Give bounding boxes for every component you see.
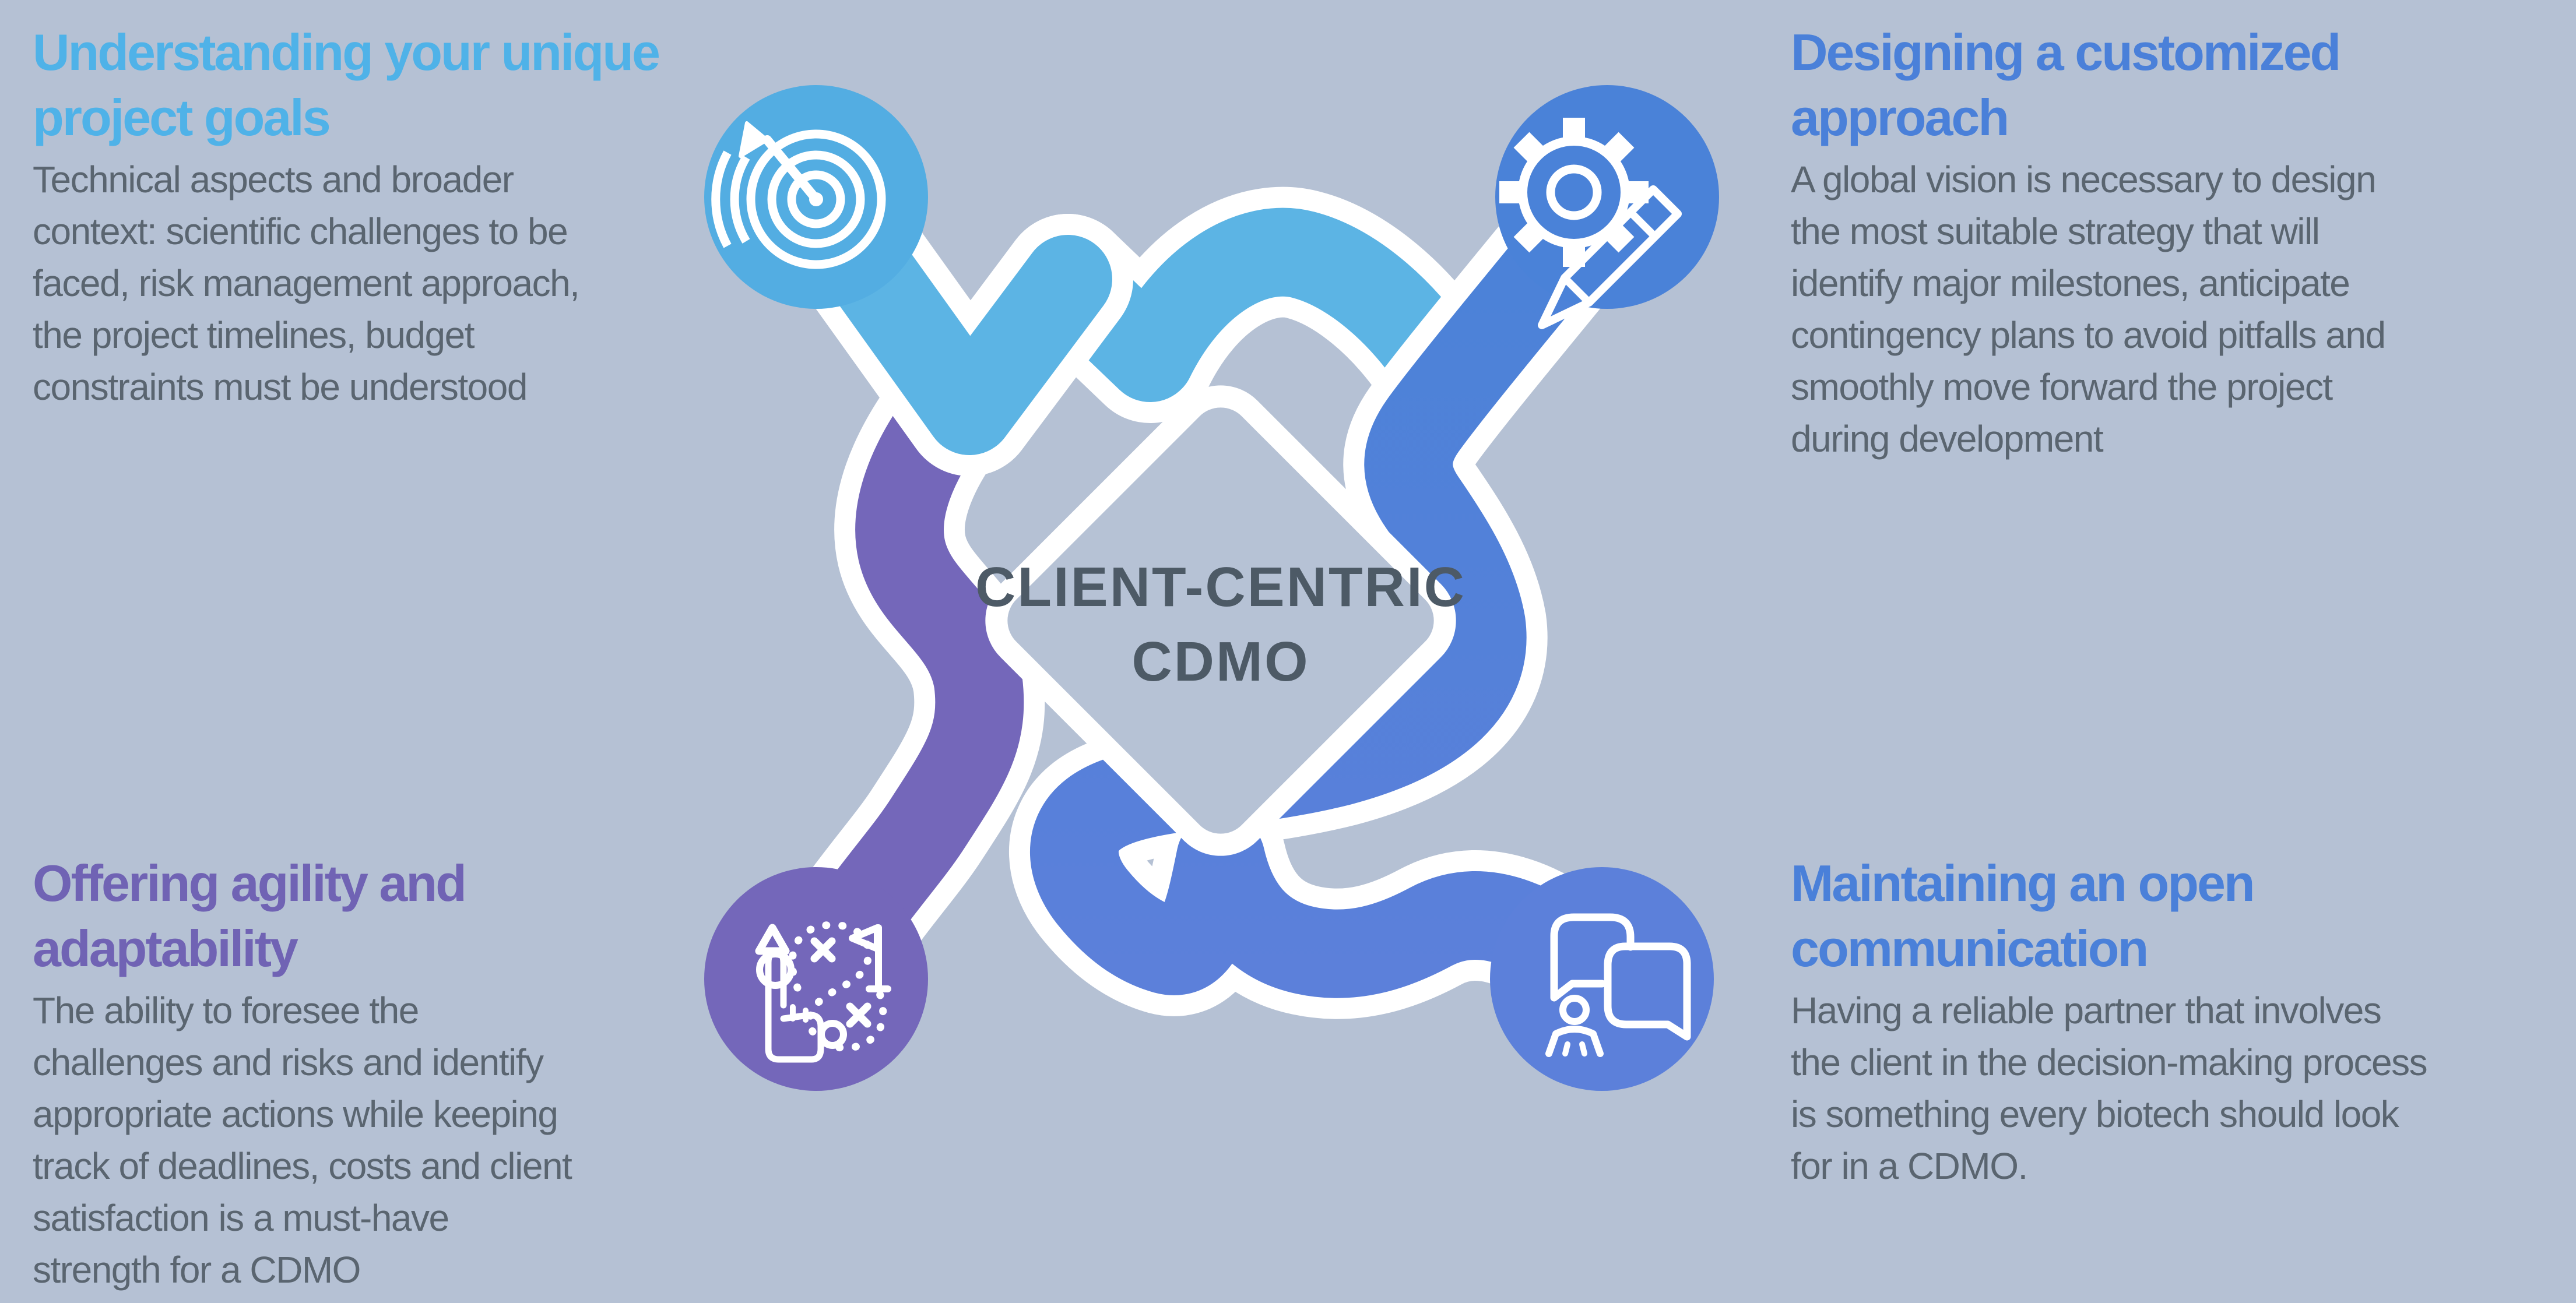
quadrant-body: Having a reliable partner that involves … (1791, 985, 2428, 1192)
quadrant-heading: Designing a customized approach (1791, 20, 2385, 150)
quadrant-heading: Maintaining an open communication (1791, 851, 2427, 981)
body-line: challenges and risks and identify (33, 1041, 544, 1083)
heading-line: Offering agility and (33, 854, 467, 912)
body-line: constraints must be understood (33, 366, 528, 408)
body-line: identify major milestones, anticipate (1791, 262, 2350, 304)
agility-circle (704, 867, 928, 1091)
communication-circle (1490, 867, 1714, 1091)
body-line: satisfaction is a must-have (33, 1197, 449, 1239)
heading-line: adaptability (33, 920, 298, 977)
center-title-line1: CLIENT-CENTRIC (975, 556, 1466, 618)
quadrant-bottom-right: Maintaining an open communication Having… (1791, 851, 2428, 1192)
center-title-line2: CDMO (1131, 631, 1309, 693)
body-line: Having a reliable partner that involves (1791, 989, 2382, 1031)
ribbon-designing-communication (1009, 132, 1672, 1044)
quadrant-bottom-left: Offering agility and adaptability The ab… (33, 851, 572, 1296)
body-line: A global vision is necessary to design (1791, 159, 2377, 200)
quadrant-body: The ability to foresee the challenges an… (33, 985, 572, 1296)
heading-line: approach (1791, 89, 2009, 146)
gear-pencil-icon (1499, 118, 1682, 329)
design-circle (1495, 85, 1719, 309)
quadrant-heading: Understanding your unique project goals (33, 20, 660, 150)
body-line: for in a CDMO. (1791, 1145, 2028, 1187)
body-line: appropriate actions while keeping (33, 1093, 558, 1135)
quadrant-body: Technical aspects and broader context: s… (33, 154, 659, 413)
target-arrow-icon (711, 121, 886, 269)
center-diamond: CLIENT-CENTRIC CDMO (975, 385, 1466, 856)
heading-line: Designing a customized (1791, 23, 2341, 81)
body-line: the most suitable strategy that will (1791, 210, 2320, 252)
chat-bubbles-icon (1545, 913, 1691, 1057)
heading-line: Maintaining an open (1791, 854, 2255, 912)
quadrant-body: A global vision is necessary to design t… (1791, 154, 2386, 465)
body-line: strength for a CDMO (33, 1249, 361, 1291)
body-line: smoothly move forward the project (1791, 366, 2333, 408)
heading-line: Understanding your unique (33, 23, 660, 81)
body-line: track of deadlines, costs and client (33, 1145, 572, 1187)
body-line: is something every biotech should look (1791, 1093, 2399, 1135)
body-line: The ability to foresee the (33, 989, 419, 1031)
quadrant-top-right: Designing a customized approach A global… (1791, 20, 2386, 465)
body-line: the client in the decision-making proces… (1791, 1041, 2428, 1083)
quadrant-top-left: Understanding your unique project goals … (33, 20, 660, 413)
body-line: Technical aspects and broader (33, 159, 514, 200)
heading-line: project goals (33, 89, 331, 146)
body-line: contingency plans to avoid pitfalls and (1791, 314, 2386, 356)
body-line: the project timelines, budget (33, 314, 475, 356)
heading-line: communication (1791, 920, 2149, 977)
quadrant-heading: Offering agility and adaptability (33, 851, 571, 981)
strategy-path-icon (755, 921, 891, 1063)
body-line: faced, risk management approach, (33, 262, 580, 304)
body-line: during development (1791, 418, 2104, 460)
ribbon-understanding (751, 132, 1495, 476)
body-line: context: scientific challenges to be (33, 210, 568, 252)
